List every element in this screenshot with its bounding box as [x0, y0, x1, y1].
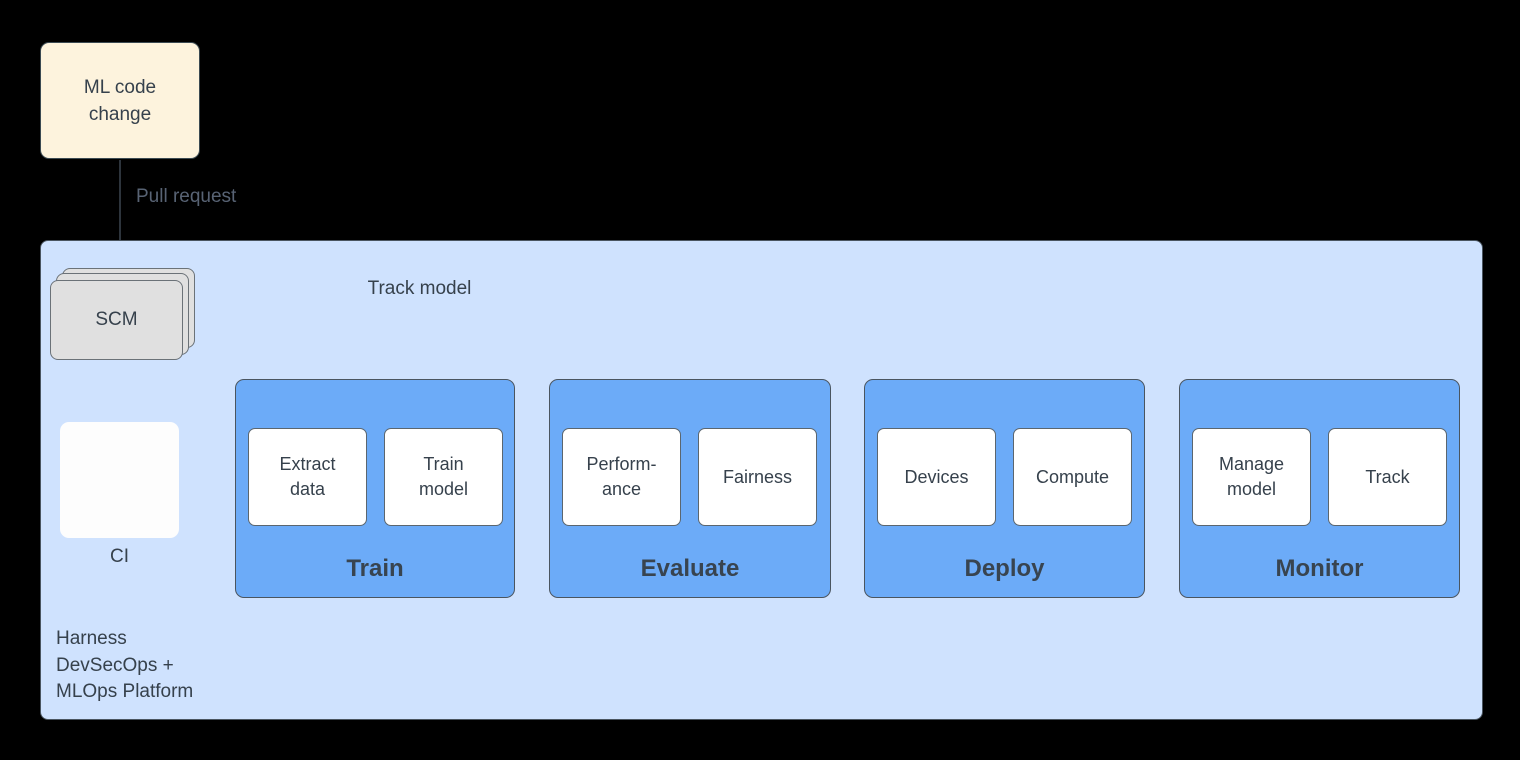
harness-platform-caption: Harness DevSecOps + MLOps Platform	[56, 628, 194, 702]
pull-request-edge-label: Pull request	[136, 186, 237, 207]
scm-sheet-front: SCM	[50, 280, 183, 360]
substep-performance[interactable]: Perform- ance	[562, 428, 681, 526]
substep-manage-model[interactable]: Manage model	[1192, 428, 1311, 526]
stage-deploy[interactable]: Devices Compute Deploy	[864, 379, 1145, 598]
substep-fairness[interactable]: Fairness	[698, 428, 817, 526]
stage-monitor[interactable]: Manage model Track Monitor	[1179, 379, 1460, 598]
substep-extract-data[interactable]: Extract data	[248, 428, 367, 526]
ml-code-change-label: ML code change	[83, 76, 157, 125]
substep-train-model[interactable]: Train model	[384, 428, 503, 526]
substep-track[interactable]: Track	[1328, 428, 1447, 526]
track-model-note[interactable]: Track model	[339, 260, 500, 335]
scm-label: SCM	[95, 309, 138, 330]
ci-label: CI	[110, 546, 129, 567]
track-model-label: Track model	[367, 278, 472, 299]
ci-icon-tile[interactable]	[60, 422, 179, 538]
ml-code-change-box[interactable]: ML code change	[40, 42, 200, 159]
scm-node[interactable]: SCM	[50, 268, 195, 360]
stage-deploy-title: Deploy	[964, 555, 1045, 582]
stage-train-title: Train	[346, 555, 404, 582]
stage-evaluate-title: Evaluate	[640, 555, 740, 582]
stage-train[interactable]: Extract data Train model Train	[235, 379, 515, 598]
substep-compute[interactable]: Compute	[1013, 428, 1132, 526]
stage-evaluate[interactable]: Perform- ance Fairness Evaluate	[549, 379, 831, 598]
substep-devices[interactable]: Devices	[877, 428, 996, 526]
stage-monitor-title: Monitor	[1275, 555, 1364, 582]
